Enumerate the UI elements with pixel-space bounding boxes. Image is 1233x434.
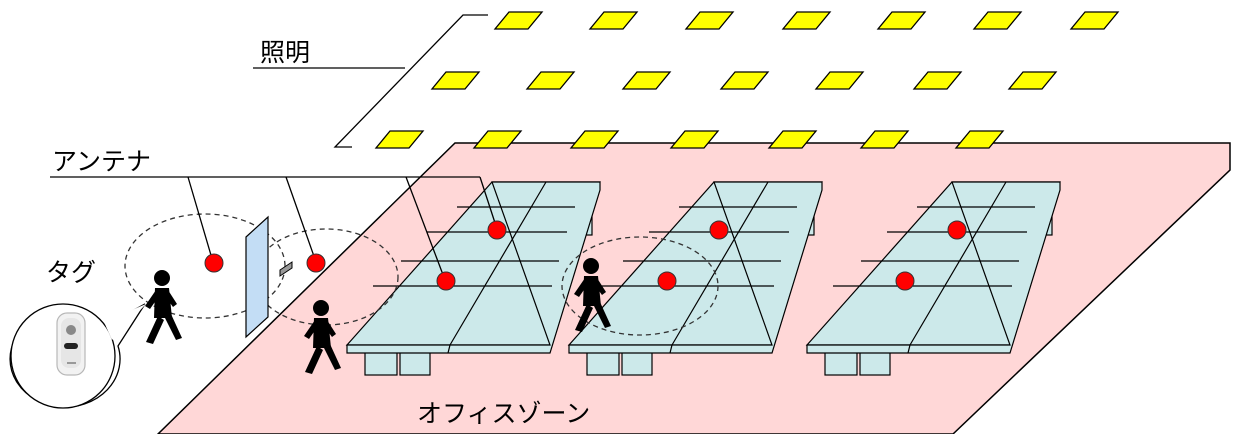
antenna-dot-icon: [895, 271, 915, 291]
tag-callout: [9, 303, 146, 409]
glass-door: [245, 215, 293, 339]
ceiling-light-icon: [684, 11, 735, 30]
ceiling-light-icon: [781, 11, 832, 30]
antenna-dot-icon: [709, 220, 729, 240]
ceiling-light-icon: [430, 71, 481, 90]
ceiling-light-icon: [621, 71, 672, 90]
ceiling-light-icon: [493, 11, 544, 30]
person-walking-icon: [145, 270, 182, 344]
ceiling-light-icon: [472, 130, 523, 149]
ceiling-light-icon: [525, 71, 576, 90]
rfid-tag-icon: [56, 312, 86, 376]
ceiling-light-icon: [1069, 11, 1120, 30]
ceiling-light-icon: [814, 71, 865, 90]
ceiling-light-icon: [569, 130, 620, 149]
ceiling-light-icon: [374, 130, 425, 149]
tag-label: タグ: [46, 258, 97, 287]
ceiling-light-icon: [912, 71, 963, 90]
desk-group: [805, 181, 1061, 376]
ceiling-light-icon: [859, 130, 910, 149]
antenna-dot-icon: [436, 271, 456, 291]
ceiling-light-icon: [588, 11, 639, 30]
ceiling-light-icon: [876, 11, 927, 30]
desk-group: [567, 181, 823, 376]
antenna-dot-icon: [204, 253, 224, 273]
office-zone-label: オフィスゾーン: [417, 399, 591, 428]
ceiling-light-icon: [1007, 71, 1058, 90]
lighting-leader: [253, 14, 488, 148]
ceiling-lights: [374, 11, 1120, 149]
ceiling-light-icon: [954, 130, 1005, 149]
antenna-label: アンテナ: [52, 147, 152, 176]
ceiling-light-icon: [719, 71, 770, 90]
lighting-label: 照明: [260, 38, 311, 67]
ceiling-light-icon: [767, 130, 818, 149]
antennas: [204, 220, 967, 291]
antenna-dot-icon: [947, 220, 967, 240]
antenna-dot-icon: [306, 253, 326, 273]
ceiling-light-icon: [972, 11, 1023, 30]
ceiling-light-icon: [669, 130, 720, 149]
desk-group: [345, 181, 601, 376]
antenna-dot-icon: [487, 220, 507, 240]
antenna-dot-icon: [657, 271, 677, 291]
antenna-leader: [50, 176, 498, 281]
